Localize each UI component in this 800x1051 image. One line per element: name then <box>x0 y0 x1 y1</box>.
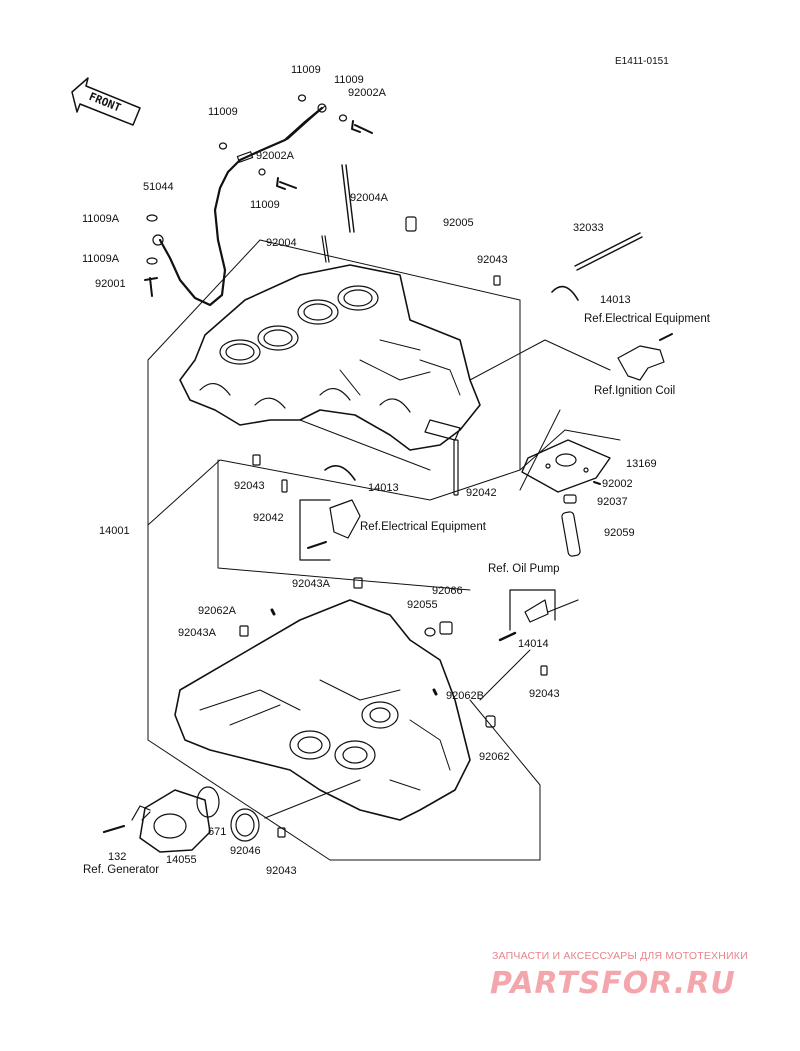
dowel-92043a-left <box>239 625 249 637</box>
bearing-14013-lower <box>324 464 356 481</box>
pipe-92059 <box>561 511 581 557</box>
part-label-l92046: 92046 <box>230 845 261 857</box>
part-label-lrefelec1: Ref.Electrical Equipment <box>584 313 710 325</box>
part-label-l32033: 32033 <box>573 222 604 234</box>
part-label-l11009b: 11009 <box>334 74 364 86</box>
stud-92004a <box>341 164 355 233</box>
dowel-92043a-top <box>353 577 363 589</box>
upper-crankcase <box>179 264 481 451</box>
generator-parts <box>102 779 361 853</box>
part-label-l92002a1: 92002A <box>348 87 386 99</box>
oring-92037 <box>563 494 577 504</box>
part-label-l11009a1: 11009A <box>82 213 120 225</box>
part-label-l92002: 92002 <box>602 478 633 490</box>
front-arrow-icon <box>71 77 141 126</box>
part-label-l92043a3: 92043A <box>178 627 216 639</box>
part-label-l14013a: 14013 <box>600 294 631 306</box>
clamp-mid <box>299 499 361 561</box>
dowel-92043-mid <box>252 454 261 466</box>
part-label-l92062: 92062 <box>479 751 510 763</box>
part-label-l14014: 14014 <box>518 638 549 650</box>
stud-92004 <box>321 235 330 263</box>
part-label-l132: 132 <box>108 851 127 863</box>
bearing-14013-upper <box>551 285 579 301</box>
dowel-92043-lower-right <box>540 665 548 676</box>
part-label-l11009a2: 11009A <box>82 253 120 265</box>
part-label-l92062b: 92062B <box>446 690 484 702</box>
oil-pump-bracket <box>498 589 579 642</box>
part-label-l13169: 13169 <box>626 458 657 470</box>
part-label-l92043a2: 92043A <box>292 578 330 590</box>
part-label-l92005: 92005 <box>443 217 474 229</box>
part-label-l92002a2: 92002A <box>256 150 294 162</box>
part-label-l14001: 14001 <box>99 525 130 537</box>
rod-32033 <box>574 232 643 271</box>
dowel-92043-bottom <box>277 827 286 838</box>
lower-crankcase <box>174 599 471 821</box>
diagram-code: E1411-0151 <box>615 56 669 67</box>
clamp-upper-right <box>617 333 673 381</box>
dowel-92005 <box>405 216 417 232</box>
washers-upper <box>144 94 373 297</box>
part-label-l92043d: 92043 <box>266 865 297 877</box>
part-label-l92004a: 92004A <box>350 192 388 204</box>
plug-92066 <box>424 621 453 637</box>
part-label-l92043c: 92043 <box>529 688 560 700</box>
part-label-l11009a: 11009 <box>291 64 321 76</box>
part-label-l51044: 51044 <box>143 181 174 193</box>
part-label-l11009d: 11009 <box>250 199 280 211</box>
part-label-l14013b: 14013 <box>368 482 399 494</box>
part-label-lrefgen: Ref. Generator <box>83 864 160 876</box>
plug-92062 <box>485 715 496 728</box>
part-label-lrefelec2: Ref.Electrical Equipment <box>360 521 486 533</box>
part-label-lrefign: Ref.Ignition Coil <box>594 385 676 397</box>
part-label-l92062a: 92062A <box>198 605 236 617</box>
part-label-l92066: 92066 <box>432 585 463 597</box>
part-label-l92042a: 92042 <box>466 487 497 499</box>
dowel-92043-top <box>493 275 501 286</box>
part-label-l92059: 92059 <box>604 527 635 539</box>
part-label-l92055: 92055 <box>407 599 438 611</box>
dowel-92042-mid <box>281 479 288 493</box>
part-label-l92043b: 92043 <box>234 480 265 492</box>
watermark-logo: PARTSFOR.RU <box>490 966 736 1001</box>
part-label-l92043a: 92043 <box>477 254 508 266</box>
part-label-l92042b: 92042 <box>253 512 284 524</box>
part-label-l92001: 92001 <box>95 278 126 290</box>
part-label-l14055: 14055 <box>166 854 197 866</box>
watermark-tagline: ЗАПЧАСТИ И АКСЕССУАРЫ ДЛЯ МОТОТЕХНИКИ <box>492 950 748 962</box>
part-label-l11009c: 11009 <box>208 106 238 118</box>
part-label-lrefoil: Ref. Oil Pump <box>488 563 560 575</box>
dowel-92042-right <box>453 439 459 496</box>
plug-92062a <box>270 608 276 616</box>
breather-cover <box>521 439 611 493</box>
assembly-outlines <box>147 239 621 861</box>
part-label-l92004: 92004 <box>266 237 297 249</box>
plug-92062b <box>432 688 438 696</box>
part-label-l671: 671 <box>208 826 227 838</box>
part-label-l92037: 92037 <box>597 496 628 508</box>
oil-pipe <box>152 103 327 307</box>
